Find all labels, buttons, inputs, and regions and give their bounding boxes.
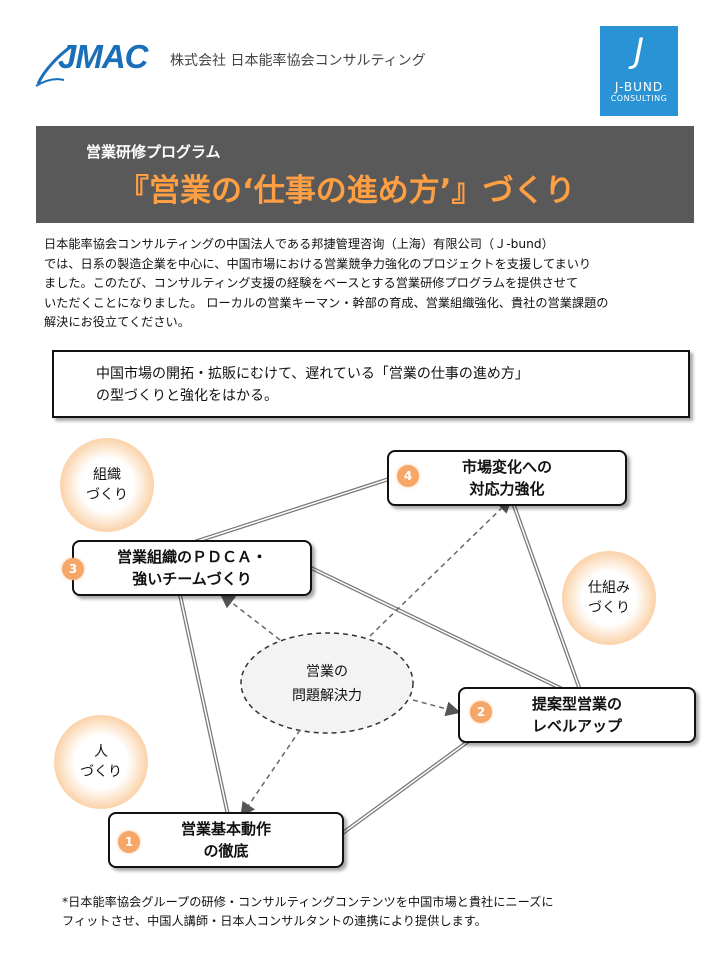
arrow-to-2 [412,699,461,717]
jbund-name: J-BUND [614,80,664,94]
intro-paragraph: 日本能率協会コンサルティングの中国法人である邦捷管理咨询（上海）有限公司（Ｊ-b… [44,237,609,329]
node-4-label: 市場変化への 対応力強化 [461,458,552,498]
blob-people: 人 づくり [54,715,148,809]
badge-1: 1 [118,831,140,853]
badge-3: 3 [62,558,84,580]
center-ellipse [240,632,414,734]
footnote: *日本能率協会グループの研修・コンサルティングコンテンツを中国市場と貴社にニーズ… [62,895,554,928]
arrow-to-1 [240,729,301,818]
badge-2: 2 [470,701,492,723]
banner-title: 『営業の‘仕事の進め方’』づくり [118,173,576,209]
blob-organization: 組織 づくり [60,438,154,532]
node-proposal-sales: 提案型営業の レベルアップ [458,687,696,743]
key-message-text: 中国市場の開拓・拡販にむけて、遅れている「営業の仕事の進め方」 の型づくりと強化… [96,366,529,404]
node-1-label: 営業基本動作 の徹底 [180,820,271,860]
badge-4: 4 [397,465,419,487]
node-3-label: 営業組織のＰＤＣＡ・ 強いチームづくり [116,548,267,588]
arrow-to-4 [369,497,513,637]
node-market-change: 市場変化への 対応力強化 [387,450,627,506]
title-banner [36,126,694,223]
company-name: 株式会社 日本能率協会コンサルティング [170,53,426,69]
jbund-mark: J [633,31,645,71]
jmac-swoosh-icon [35,44,73,87]
jbund-logo: J J-BUND CONSULTING [600,26,678,116]
banner-subtitle: 営業研修プログラム [86,143,221,161]
jmac-logo: JMAC [58,38,149,75]
node-basic-actions: 営業基本動作 の徹底 [108,812,344,868]
node-sales-org-pdca: 営業組織のＰＤＣＡ・ 強いチームづくり [72,540,312,596]
center-label: 営業の 問題解決力 [292,664,362,704]
node-2-label: 提案型営業の レベルアップ [531,695,622,735]
dashed-arrows [219,497,513,818]
blob-mechanism: 仕組み づくり [562,551,656,645]
jbund-sub: CONSULTING [610,94,668,103]
arrow-to-3 [219,593,281,641]
key-message-box [52,350,690,418]
